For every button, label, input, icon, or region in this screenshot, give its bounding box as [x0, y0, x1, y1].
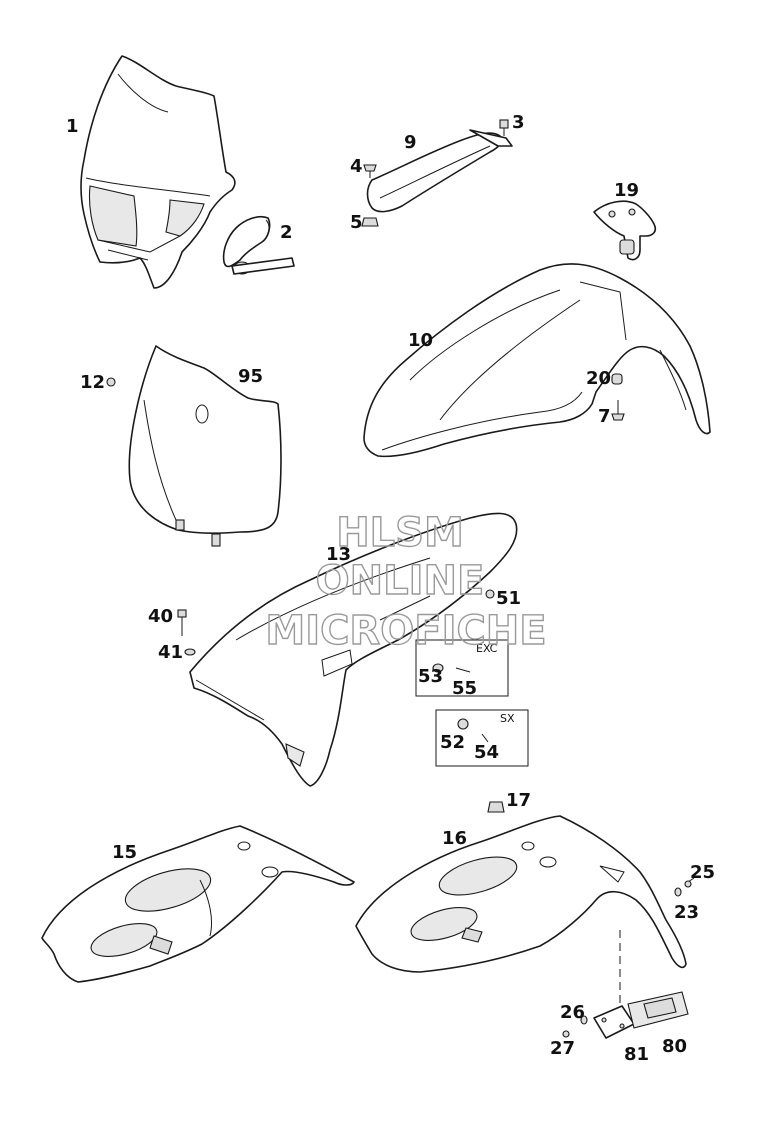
hardware-12-screw — [106, 377, 116, 387]
part-10-front-fender — [363, 263, 711, 458]
callout-4: 4 — [350, 156, 363, 177]
part-15-fender — [41, 825, 355, 983]
callout-1: 1 — [66, 116, 79, 137]
watermark-line-1: HLSM — [336, 510, 464, 556]
callout-53: 53 — [418, 666, 443, 687]
part-81-plate-bracket — [593, 1005, 635, 1039]
part-95-number-plate — [128, 345, 282, 547]
variant-label-exc: EXC — [476, 642, 498, 655]
callout-23: 23 — [674, 902, 699, 923]
callout-5: 5 — [350, 212, 363, 233]
variant-label-sx: SX — [500, 712, 515, 725]
callout-54: 54 — [474, 742, 499, 763]
hardware-51-screw — [485, 589, 495, 599]
callout-2: 2 — [280, 222, 293, 243]
hardware-52-washer — [457, 718, 469, 730]
hardware-5-nut — [361, 217, 379, 227]
hardware-17-nut — [487, 801, 505, 813]
hardware-55-screw — [455, 667, 471, 673]
hardware-41-washer — [184, 648, 196, 656]
callout-12: 12 — [80, 372, 105, 393]
hardware-54-screw — [481, 733, 489, 743]
callout-13: 13 — [326, 544, 351, 565]
hardware-20-nut — [611, 373, 623, 385]
callout-41: 41 — [158, 642, 183, 663]
callout-20: 20 — [586, 368, 611, 389]
callout-27: 27 — [550, 1038, 575, 1059]
callout-80: 80 — [662, 1036, 687, 1057]
hardware-4-screw — [363, 164, 377, 178]
callout-17: 17 — [506, 790, 531, 811]
watermark: HLSM ONLINE MICROFICHE — [265, 509, 548, 654]
hardware-27-nut — [562, 1030, 570, 1038]
callout-55: 55 — [452, 678, 477, 699]
callout-81: 81 — [624, 1044, 649, 1065]
watermark-line-3: MICROFICHE — [265, 608, 546, 654]
part-1-headlight-mask — [80, 55, 236, 289]
callout-labels: 1 2 3 4 5 9 19 10 20 7 12 95 13 51 40 41… — [66, 112, 715, 1065]
hardware-7-screw — [611, 400, 625, 421]
watermark-line-2: ONLINE — [316, 558, 485, 604]
hardware-26-screw — [580, 1015, 588, 1025]
callout-40: 40 — [148, 606, 173, 627]
callout-7: 7 — [598, 406, 611, 427]
hardware-25-screw — [684, 877, 695, 888]
hardware-53-washer — [432, 663, 444, 673]
part-19-bracket — [593, 200, 657, 261]
callout-26: 26 — [560, 1002, 585, 1023]
hardware-3-bolt — [499, 119, 509, 136]
callout-16: 16 — [442, 828, 467, 849]
part-16-fender — [355, 815, 687, 973]
part-2-clamp — [222, 215, 295, 275]
callout-95: 95 — [238, 366, 263, 387]
part-13-side-panel — [189, 512, 518, 787]
callout-52: 52 — [440, 732, 465, 753]
hardware-40-bolt — [177, 609, 187, 636]
callout-19: 19 — [614, 180, 639, 201]
callout-9: 9 — [404, 132, 417, 153]
variant-box-exc: EXC — [415, 639, 509, 697]
hardware-23-washer — [674, 887, 682, 897]
callout-10: 10 — [408, 330, 433, 351]
callout-51: 51 — [496, 588, 521, 609]
callout-3: 3 — [512, 112, 525, 133]
callout-15: 15 — [112, 842, 137, 863]
callout-25: 25 — [690, 862, 715, 883]
part-80-reflector — [627, 991, 689, 1029]
part-9-bracket — [366, 129, 513, 213]
variant-box-sx: SX — [435, 709, 529, 767]
